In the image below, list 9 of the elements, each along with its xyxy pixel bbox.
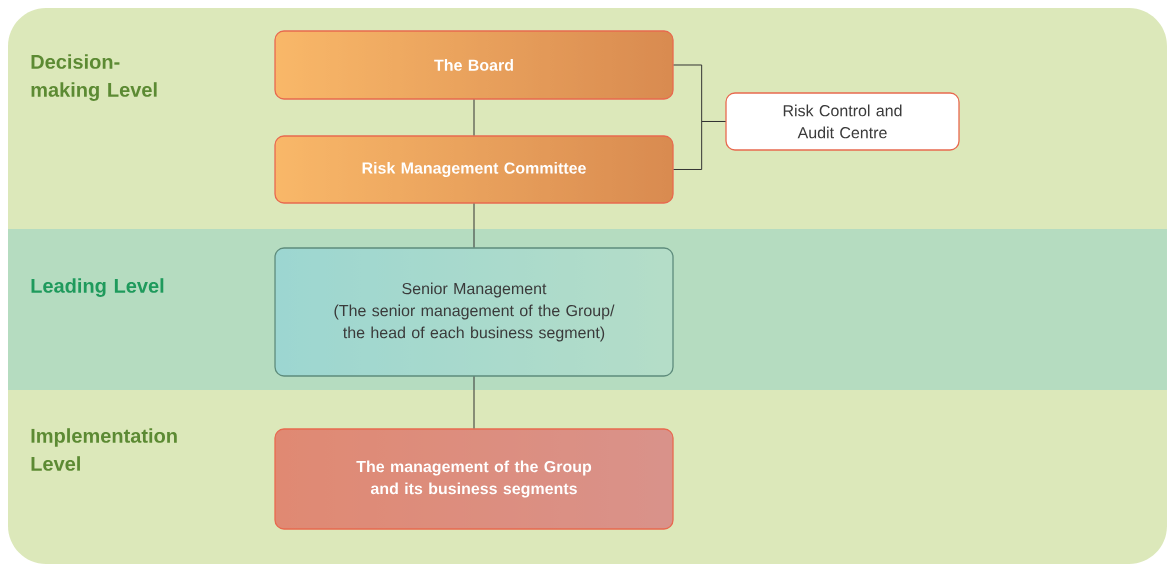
process-box: Senior Management (The senior management of the Group/ the head of each business segment) bbox=[274, 247, 674, 377]
connector-line bbox=[473, 203, 475, 248]
process-box: The Board bbox=[274, 30, 674, 100]
connector-line bbox=[473, 376, 475, 429]
connector-line bbox=[473, 99, 475, 136]
connector-line bbox=[673, 121, 726, 170]
process-box: Risk Management Committee bbox=[274, 135, 674, 204]
process-box: Risk Control and Audit Centre bbox=[725, 92, 960, 151]
process-box: The management of the Group and its business segments bbox=[274, 428, 674, 530]
